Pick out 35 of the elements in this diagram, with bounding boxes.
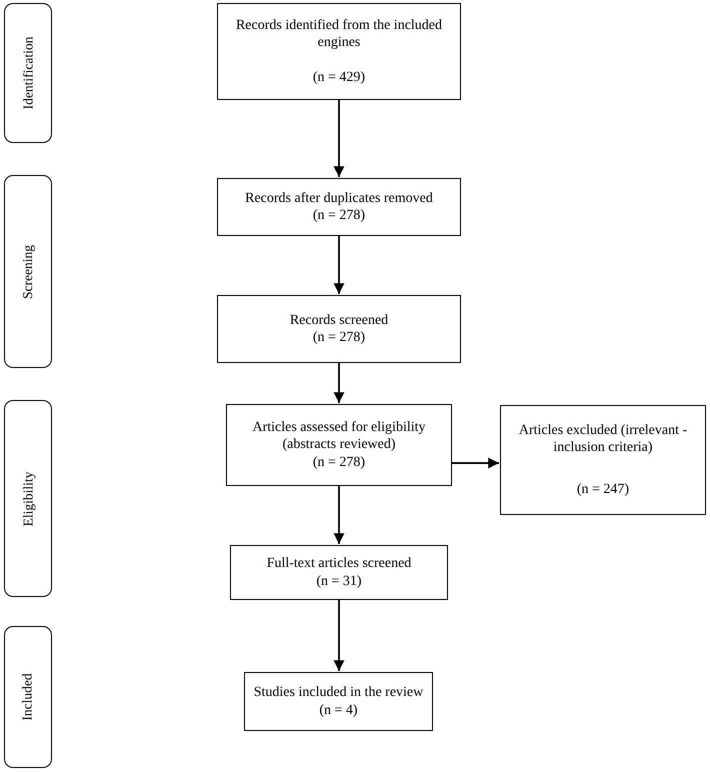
stage-label: Screening <box>20 244 36 298</box>
box-text: Records identified from the included engines <box>234 16 444 52</box>
count-text: (n = 429) <box>312 68 366 86</box>
process-box <box>226 404 452 486</box>
count-text: (n = 247) <box>576 480 630 498</box>
box-text: Articles assessed for eligibility (abstracts reviewed) <box>251 418 427 454</box>
stage-label: Identification <box>20 36 36 110</box>
stage-band <box>4 626 52 768</box>
process-box <box>244 672 433 731</box>
count-text: (n = 278) <box>312 454 366 472</box>
arrow <box>452 458 499 468</box>
process-box <box>217 295 461 363</box>
stage-label: Eligibility <box>20 471 36 526</box>
count-text: (n = 278) <box>312 207 366 224</box>
stage-label: Included <box>20 673 36 721</box>
process-box <box>217 3 461 100</box>
box-text: Records after duplicates removed <box>245 190 433 207</box>
count-text: (n = 31) <box>316 572 362 590</box>
arrow <box>334 600 344 671</box>
arrow <box>334 100 344 177</box>
arrow <box>334 363 344 403</box>
process-box <box>500 405 706 515</box>
arrow <box>334 236 344 294</box>
box-text: Full-text articles screened <box>266 555 412 572</box>
process-box <box>230 545 448 600</box>
process-box <box>217 178 461 236</box>
stage-band <box>4 400 52 597</box>
count-text: (n = 4) <box>319 702 358 719</box>
box-text: Records screened <box>290 312 388 329</box>
arrow <box>334 486 344 544</box>
box-text: Articles excluded (irrelevant - inclusion criteria) <box>518 422 688 457</box>
count-text: (n = 278) <box>312 329 366 346</box>
box-text: Studies included in the review <box>254 684 424 702</box>
stage-band <box>4 3 52 143</box>
stage-band <box>4 175 52 368</box>
